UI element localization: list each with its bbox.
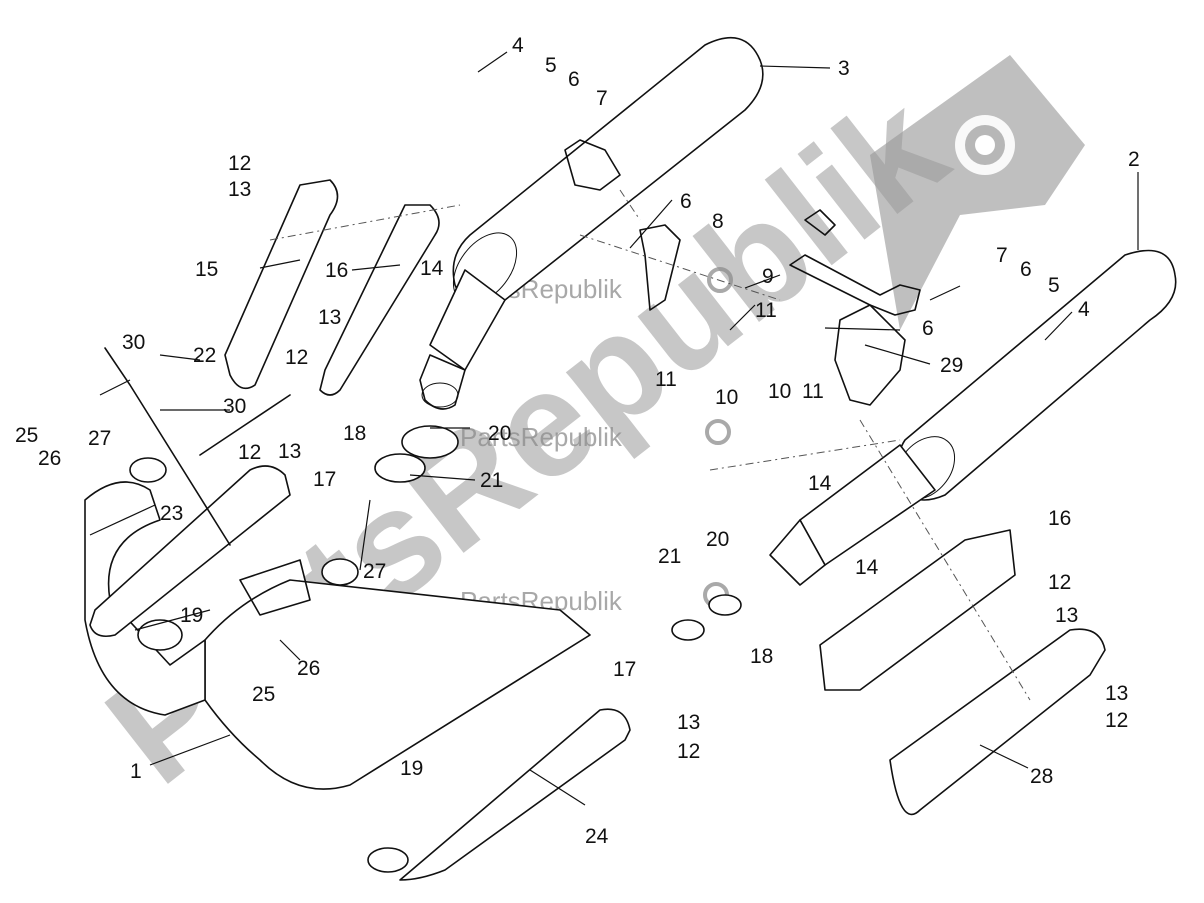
callout-26b: 26 <box>297 657 320 680</box>
assembly-lines <box>269 189 1031 701</box>
part-3-upper-silencer <box>419 36 764 410</box>
callout-5b: 5 <box>1048 274 1060 297</box>
callout-11c: 11 <box>802 380 824 403</box>
callout-13b: 13 <box>318 306 341 329</box>
callout-29: 29 <box>940 354 963 377</box>
watermark-small-gear-icon-2 <box>705 419 731 445</box>
callout-20a: 20 <box>488 422 511 445</box>
callout-10a: 10 <box>715 386 738 409</box>
callout-12e: 12 <box>1105 709 1128 732</box>
watermark-small-text-2: PartsRepublik <box>460 422 623 452</box>
callout-3: 3 <box>838 57 850 80</box>
callout-30b: 30 <box>223 395 246 418</box>
callout-25b: 25 <box>252 683 275 706</box>
callout-2: 2 <box>1128 148 1140 171</box>
callout-19a: 19 <box>180 604 203 627</box>
callout-13c: 13 <box>278 440 301 463</box>
callout-22: 22 <box>193 344 216 367</box>
callout-14b: 14 <box>808 472 832 495</box>
callout-21a: 21 <box>480 469 503 492</box>
part-2-right-silencer <box>769 249 1177 586</box>
callout-12b: 12 <box>285 346 308 369</box>
callout-6c: 6 <box>1020 258 1032 281</box>
callout-20b: 20 <box>706 528 729 551</box>
callout-13d: 13 <box>1055 604 1078 627</box>
callout-27b: 27 <box>363 560 386 583</box>
callout-27a: 27 <box>88 427 111 450</box>
callouts: 1 2 3 4 4 5 5 6 6 6 6 7 7 8 9 10 10 11 1… <box>15 34 1140 848</box>
callout-14a: 14 <box>420 257 444 280</box>
callout-6b: 6 <box>680 190 692 213</box>
callout-12a: 12 <box>228 152 251 175</box>
callout-13f: 13 <box>677 711 700 734</box>
part-28-right-heat-shield <box>889 628 1106 816</box>
callout-30a: 30 <box>122 331 145 354</box>
part-16-heat-shield-lower <box>819 529 1016 691</box>
callout-24: 24 <box>585 825 609 848</box>
callout-21b: 21 <box>658 545 681 568</box>
part-16-heat-shield-upper <box>319 204 440 396</box>
callout-28: 28 <box>1030 765 1053 788</box>
clamps <box>129 425 742 873</box>
callout-17b: 17 <box>613 658 636 681</box>
part-23-link-pipe <box>89 465 291 638</box>
callout-13a: 13 <box>228 178 251 201</box>
callout-14c: 14 <box>855 556 879 579</box>
callout-10b: 10 <box>768 380 791 403</box>
callout-12c: 12 <box>238 441 261 464</box>
callout-1: 1 <box>130 760 142 783</box>
callout-13e: 13 <box>1105 682 1128 705</box>
callout-15: 15 <box>195 258 218 281</box>
callout-26a: 26 <box>38 447 61 470</box>
callout-11a: 11 <box>755 299 777 322</box>
callout-5a: 5 <box>545 54 557 77</box>
callout-8: 8 <box>712 210 724 233</box>
callout-6a: 6 <box>568 68 580 91</box>
watermark-small-gear-icon-1 <box>707 267 733 293</box>
part-1-header-pipe <box>84 481 591 790</box>
part-15-heat-shield <box>224 179 339 390</box>
callout-18b: 18 <box>750 645 773 668</box>
callout-7a: 7 <box>596 87 608 110</box>
leader-lines <box>89 51 1139 806</box>
callout-7b: 7 <box>996 244 1008 267</box>
callout-12d: 12 <box>1048 571 1071 594</box>
callout-6d: 6 <box>922 317 934 340</box>
callout-17a: 17 <box>313 468 336 491</box>
callout-23: 23 <box>160 502 183 525</box>
callout-4b: 4 <box>1078 298 1090 321</box>
sensor-wires <box>104 347 291 546</box>
callout-25a: 25 <box>15 424 38 447</box>
watermark-logo-icon <box>870 55 1085 330</box>
callout-16a: 16 <box>325 259 348 282</box>
callout-18a: 18 <box>343 422 366 445</box>
callout-12f: 12 <box>677 740 700 763</box>
callout-19b: 19 <box>400 757 423 780</box>
callout-4a: 4 <box>512 34 524 57</box>
callout-11b: 11 <box>655 368 677 391</box>
callout-16b: 16 <box>1048 507 1071 530</box>
callout-9: 9 <box>762 265 774 288</box>
part-24-lower-heat-shield <box>399 708 631 881</box>
part-rear-brackets <box>639 209 921 406</box>
